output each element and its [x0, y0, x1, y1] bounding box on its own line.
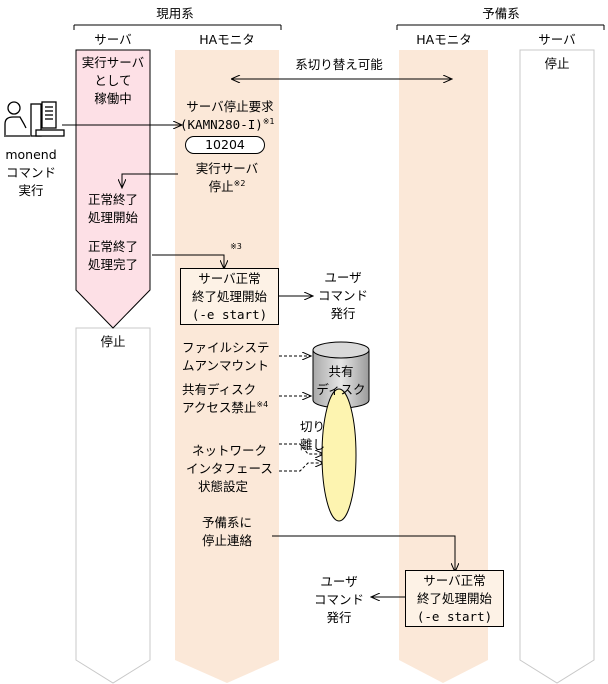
stop-request-id: (KAMN280-I) — [180, 117, 263, 132]
network-arrow-1 — [279, 443, 324, 454]
disk-access-line1: 共有ディスク — [182, 382, 257, 397]
normal-end-box-standby-line1: サーバ正常 — [423, 573, 486, 588]
notify-line1: 予備系に — [201, 515, 252, 530]
operator-line3: 実行 — [18, 183, 44, 198]
normal-end-start-line1: 正常終了 — [87, 192, 138, 207]
normal-end-box-standby-line2: 終了処理開始 — [416, 591, 492, 606]
user-cmd-active-line2: コマンド — [317, 288, 368, 303]
running-line2: として — [94, 73, 132, 88]
normal-end-box-standby-line3: (-e start) — [416, 609, 493, 624]
network-line1: ネットワーク — [192, 443, 268, 458]
user-cmd-standby-line3: 発行 — [326, 610, 352, 625]
normal-end-box-active: サーバ正常 終了処理開始 (-e start) — [180, 268, 279, 325]
disk-access-text: アクセス禁止 — [182, 400, 257, 415]
stop-request-line2: (KAMN280-I)※1 — [180, 116, 298, 133]
lane-active-server-lower — [75, 327, 151, 684]
note3-mark: ※3 — [230, 242, 242, 251]
normal-end-box-active-line2: 終了処理開始 — [191, 289, 267, 304]
active-system-bracket — [73, 24, 282, 30]
note2-mark: ※2 — [233, 178, 246, 188]
operator-line1: monend — [5, 147, 57, 162]
column-server-standby: サーバ — [538, 32, 576, 47]
lane-active-ha — [175, 50, 279, 683]
notify-line2: 停止連絡 — [201, 533, 252, 548]
stop-request-line1: サーバ停止要求 — [186, 99, 274, 114]
fs-unmount-line2: ムアンマウント — [182, 358, 270, 373]
shared-disk-line2: ディスク — [316, 382, 366, 397]
lane-active-server — [75, 49, 151, 329]
user-cmd-standby-line1: ユーザ — [320, 574, 358, 589]
operator-line2: コマンド — [5, 165, 56, 180]
standby-system-bracket — [396, 24, 605, 30]
normal-end-box-active-line3: (-e start) — [191, 307, 268, 322]
user-cmd-active-line3: 発行 — [330, 306, 356, 321]
column-ha-standby: HAモニタ — [416, 32, 472, 47]
active-system-label: 現用系 — [156, 6, 194, 21]
normal-end-box-standby: サーバ正常 終了処理開始 (-e start) — [405, 570, 504, 627]
normal-end-done-line1: 正常終了 — [87, 239, 138, 254]
active-server-stopped: 停止 — [100, 334, 126, 349]
normal-end-start-line2: 処理開始 — [87, 210, 138, 225]
exec-server-stop-text: 停止 — [208, 179, 234, 194]
note4-mark: ※4 — [256, 399, 269, 409]
column-server-active: サーバ — [94, 32, 132, 47]
switchable-label: 系切り替え可能 — [279, 56, 399, 73]
shared-disk-icon — [312, 341, 370, 409]
exec-stop-arrow — [122, 173, 178, 188]
normal-end-box-active-line1: サーバ正常 — [198, 271, 261, 286]
standby-system-label: 予備系 — [482, 6, 520, 21]
user-cmd-active-line1: ユーザ — [324, 270, 362, 285]
operator-at-terminal-icon — [4, 101, 65, 137]
running-line1: 実行サーバ — [81, 55, 145, 70]
network-arrow-2 — [279, 463, 324, 472]
user-cmd-standby-line2: コマンド — [313, 592, 364, 607]
network-line3: 状態設定 — [198, 479, 249, 494]
disk-access-line2: アクセス禁止※4 — [182, 399, 268, 416]
exec-server-stop-line2: 停止※2 — [180, 178, 274, 195]
detach-line1: 切り — [300, 419, 326, 434]
exec-server-stop-line1: 実行サーバ — [195, 161, 259, 176]
notify-standby-arrow — [272, 535, 455, 572]
column-ha-active: HAモニタ — [199, 32, 255, 47]
message-id-badge: 10204 — [185, 136, 265, 154]
normal-end-done-line2: 処理完了 — [87, 257, 138, 272]
shared-disk-line1: 共有 — [328, 364, 354, 379]
lane-standby-ha — [399, 50, 488, 683]
detach-line2: 離し — [300, 437, 326, 452]
normal-end-done-arrow — [152, 254, 224, 269]
network-interface-icon — [321, 388, 357, 522]
fs-unmount-line1: ファイルシステ — [182, 340, 270, 355]
network-line2: インタフェース — [186, 461, 273, 476]
lane-standby-server — [519, 49, 595, 684]
standby-server-stopped: 停止 — [544, 56, 570, 71]
note1-mark: ※1 — [262, 116, 275, 126]
running-line3: 稼働中 — [94, 91, 132, 106]
